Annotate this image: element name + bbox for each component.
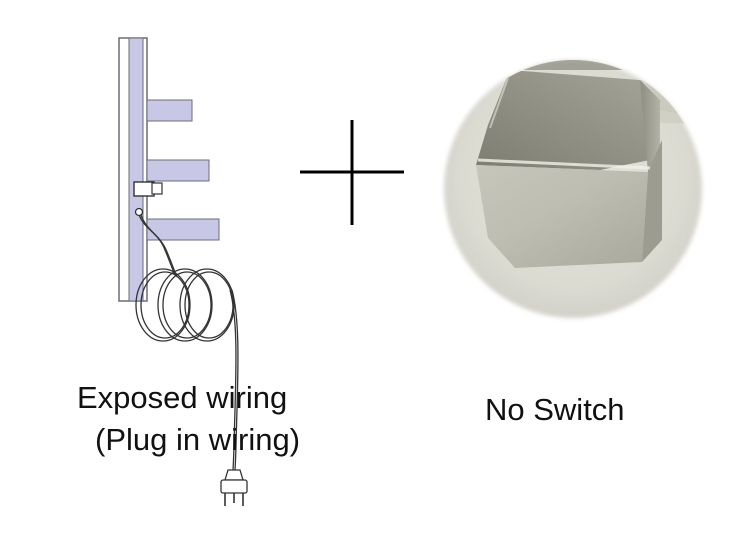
junction-clip — [151, 182, 163, 195]
rail-post-inner — [128, 37, 144, 302]
end-cap-photo — [444, 60, 702, 318]
coiled-cable — [135, 214, 239, 471]
plus-sign-icon — [300, 120, 404, 225]
junction-box — [133, 181, 155, 197]
towel-rail-drawing — [118, 37, 220, 302]
rail-bar — [146, 218, 220, 241]
cable-gland — [134, 207, 144, 217]
rail-bars — [146, 99, 220, 241]
caption-no-switch: No Switch — [485, 392, 625, 427]
caption-exposed-wiring: Exposed wiring — [77, 380, 288, 415]
power-plug-icon — [220, 469, 248, 506]
rail-bar — [146, 159, 210, 182]
rail-bar — [146, 99, 193, 122]
caption-plug-in-wiring: (Plug in wiring) — [95, 422, 301, 457]
